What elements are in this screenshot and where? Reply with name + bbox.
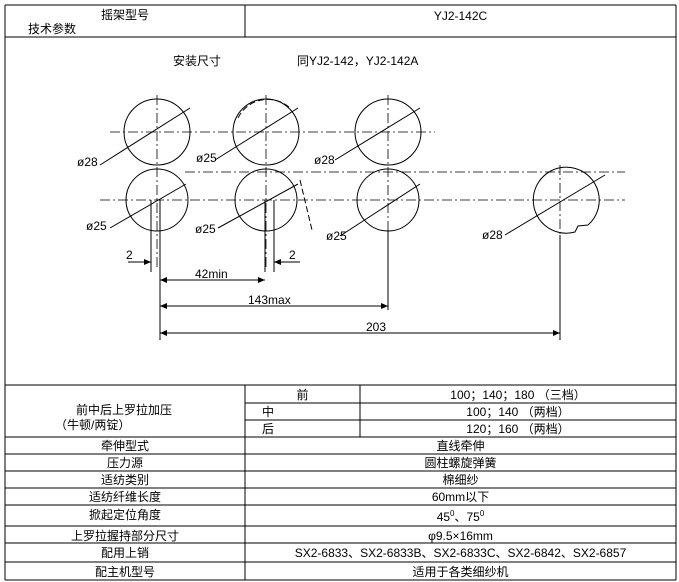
spinning-category-value: 棉细纱 xyxy=(442,473,479,487)
dim-203: 203 xyxy=(366,320,387,334)
top-pin-label: 配用上销 xyxy=(100,546,149,560)
middle-label: 中 xyxy=(262,405,275,419)
pressure-source-value: 圆柱螺旋弹簧 xyxy=(424,456,497,470)
lift-angle-label: 掀起定位角度 xyxy=(88,508,161,522)
middle-value: 100；140 （两档） xyxy=(466,405,570,419)
diam-25-label-c: ø25 xyxy=(195,222,216,236)
diam-28-label-b: ø28 xyxy=(314,153,335,167)
host-model-value: 适用于各类细纱机 xyxy=(412,565,509,579)
diam-28-label-a: ø28 xyxy=(77,155,98,169)
dim-2-left: 2 xyxy=(126,248,133,262)
grip-size-label: 上罗拉握持部分尺寸 xyxy=(70,529,179,543)
pressure-source-label: 压力源 xyxy=(106,456,143,470)
pressure-label: 前中后上罗拉加压 xyxy=(76,403,173,417)
draft-type-value: 直线牵伸 xyxy=(436,439,485,453)
installation-diagram xyxy=(99,95,625,340)
dim-42min: 42min xyxy=(195,267,228,281)
host-model-label: 配主机型号 xyxy=(94,565,155,579)
fiber-length-label: 适纺纤维长度 xyxy=(88,490,161,504)
rear-value: 120；160 （两档） xyxy=(466,422,570,436)
dim-143max: 143max xyxy=(248,293,291,307)
diagram-same-as: 同YJ2-142，YJ2-142A xyxy=(297,54,419,68)
lift-angle-mid: 、75 xyxy=(454,510,480,524)
fiber-length-value: 60mm以下 xyxy=(431,490,490,504)
dim-2-right: 2 xyxy=(289,248,296,262)
lift-angle-sup1: 0 xyxy=(450,509,455,518)
grip-size-value: φ9.5×16mm xyxy=(428,529,493,543)
lift-angle-main: 45 xyxy=(436,510,451,524)
front-value: 100；140；180 （三档） xyxy=(450,388,586,402)
lift-angle-sup2: 0 xyxy=(479,509,485,518)
draft-type-label: 牵伸型式 xyxy=(100,439,149,453)
diam-25-label-b: ø25 xyxy=(86,219,107,233)
spinning-category-label: 适纺类别 xyxy=(100,473,149,487)
frame-model-label: 摇架型号 xyxy=(100,8,149,22)
diam-25-label-d: ø25 xyxy=(326,229,347,243)
tech-params-label: 技术参数 xyxy=(28,22,77,36)
diagram-title: 安装尺寸 xyxy=(173,54,222,68)
diam-28-label-c: ø28 xyxy=(482,228,503,242)
top-pin-value: SX2-6833、SX2-6833B、SX2-6833C、SX2-6842、SX… xyxy=(294,546,627,560)
pressure-unit-label: （牛顿/两锭） xyxy=(55,418,131,432)
model-value: YJ2-142C xyxy=(433,9,488,23)
front-label: 前 xyxy=(296,388,309,402)
diam-25-label-a: ø25 xyxy=(196,151,217,165)
lift-angle-value: 450、750 xyxy=(245,509,676,524)
rear-label: 后 xyxy=(262,422,275,436)
